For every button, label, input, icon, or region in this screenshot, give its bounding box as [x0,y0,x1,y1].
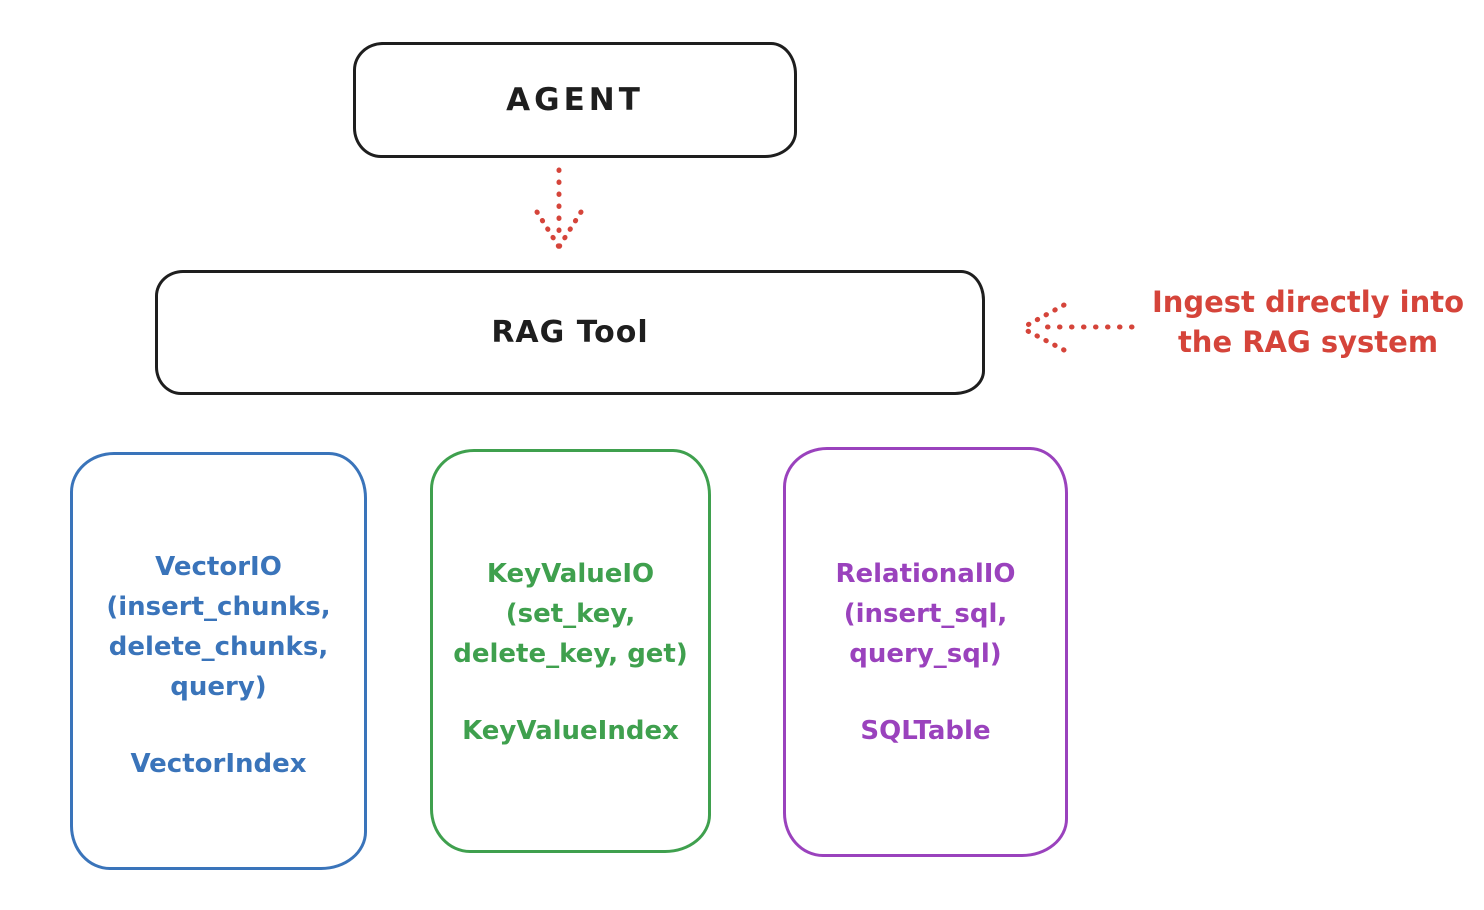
rag-tool-box: RAG Tool [155,270,985,395]
key-value-io-card-text: KeyValueIO (set_key, delete_key, get) [453,559,688,669]
rag-tool-box-label: RAG Tool [491,315,649,350]
agent-to-rag-arrow [534,167,584,250]
relational-io-card-text: RelationalIO (insert_sql, query_sql) [835,559,1016,669]
ingest-annotation-arrow [1019,302,1135,353]
key-value-io-card: KeyValueIO (set_key, delete_key, get) Ke… [430,449,711,853]
relational-io-card: RelationalIO (insert_sql, query_sql) SQL… [783,447,1068,857]
key-value-index-label: KeyValueIndex [462,716,679,746]
agent-box-label: AGENT [506,82,644,118]
vector-io-card: VectorIO (insert_chunks, delete_chunks, … [70,452,367,870]
vector-io-card-text: VectorIO (insert_chunks, delete_chunks, … [106,552,331,702]
agent-box: AGENT [353,42,797,158]
sql-table-label: SQLTable [860,716,991,746]
vector-index-label: VectorIndex [130,749,307,779]
ingest-annotation-text: Ingest directly into the RAG system [1151,285,1465,359]
